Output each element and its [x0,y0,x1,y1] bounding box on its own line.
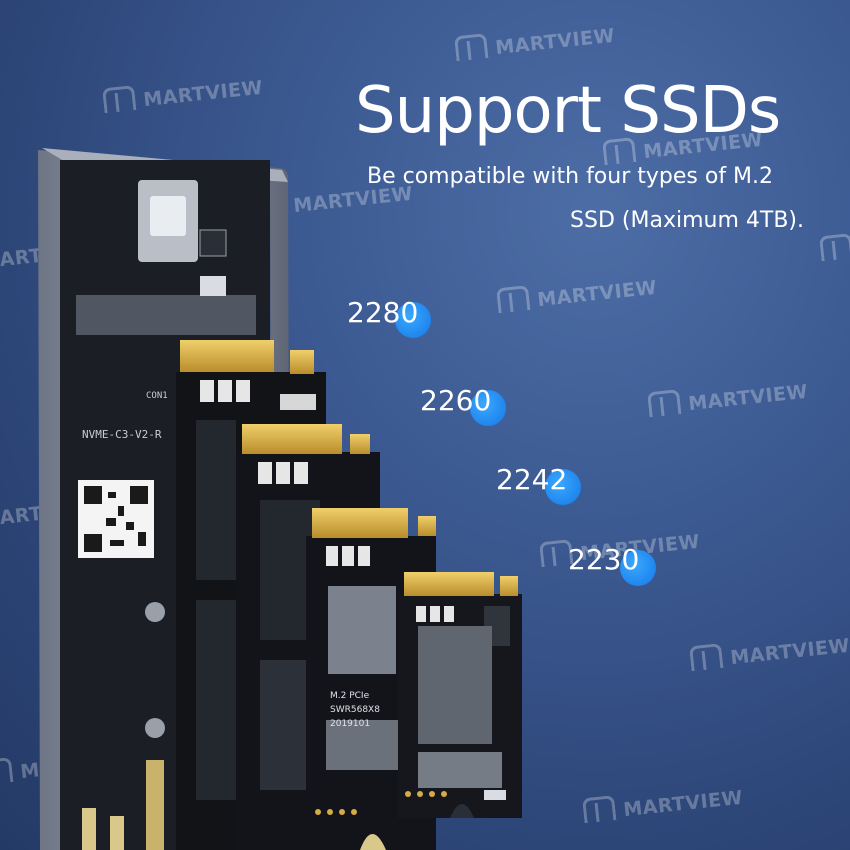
ssd-size-label-2260: 2260 [420,384,492,417]
chip-label: SWR568X8 [330,705,380,715]
chip-label: 2019101 [330,719,370,729]
ssd-size-label-2230: 2230 [568,543,640,576]
ssd-size-label-2280: 2280 [347,296,419,329]
size-marker-dot [620,550,656,586]
size-marker-dot [545,469,581,505]
subtitle-line-1: Be compatible with four types of M.2 [367,164,774,189]
size-marker-dot [395,302,431,338]
ssd-size-label-2242: 2242 [496,463,568,496]
board-connector-label: CON1 [146,391,168,401]
ssd-card-2230 [398,572,522,818]
subtitle-line-2: SSD (Maximum 4TB). [570,208,804,233]
headline: Support SSDs [355,74,781,148]
board-label: NVME-C3-V2-R [82,428,162,441]
chip-label: M.2 PCIe [330,691,370,701]
size-marker-dot [470,390,506,426]
connector-bracket [76,295,256,335]
